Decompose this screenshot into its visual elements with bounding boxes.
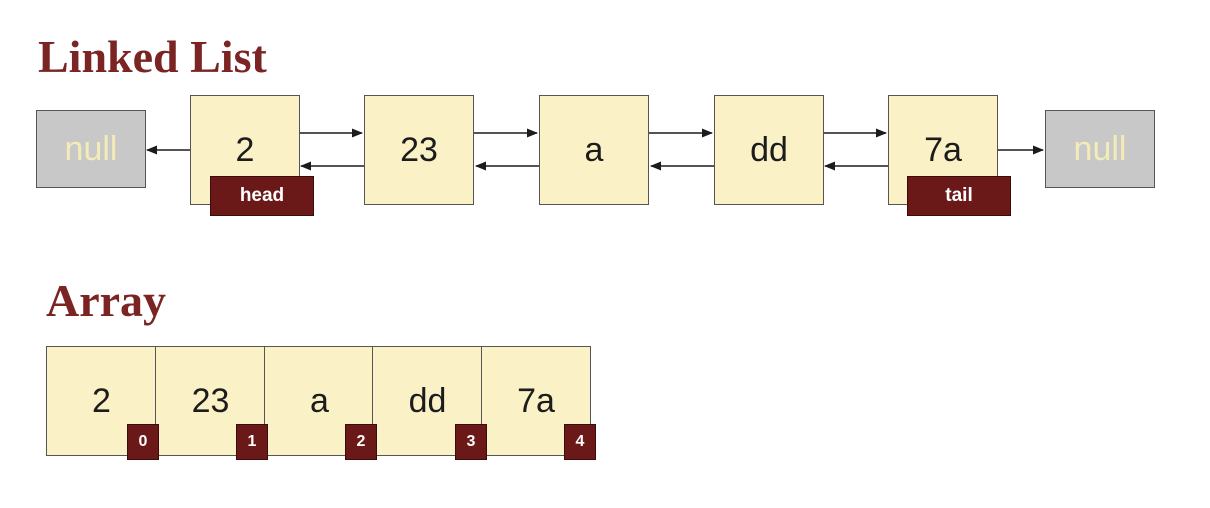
array-index-badge: 1 bbox=[236, 424, 268, 460]
array-index-badge: 4 bbox=[564, 424, 596, 460]
head-label: head bbox=[210, 176, 314, 216]
linked-list-title: Linked List bbox=[38, 31, 267, 82]
list-node: a bbox=[539, 95, 649, 205]
array-title: Array bbox=[46, 275, 167, 326]
list-node: dd bbox=[714, 95, 824, 205]
array-index-badge: 0 bbox=[127, 424, 159, 460]
array-index-badge: 3 bbox=[455, 424, 487, 460]
null-right-box: null bbox=[1045, 110, 1155, 188]
list-node: 23 bbox=[364, 95, 474, 205]
tail-label: tail bbox=[907, 176, 1011, 216]
null-left-box: null bbox=[36, 110, 146, 188]
array-index-badge: 2 bbox=[345, 424, 377, 460]
